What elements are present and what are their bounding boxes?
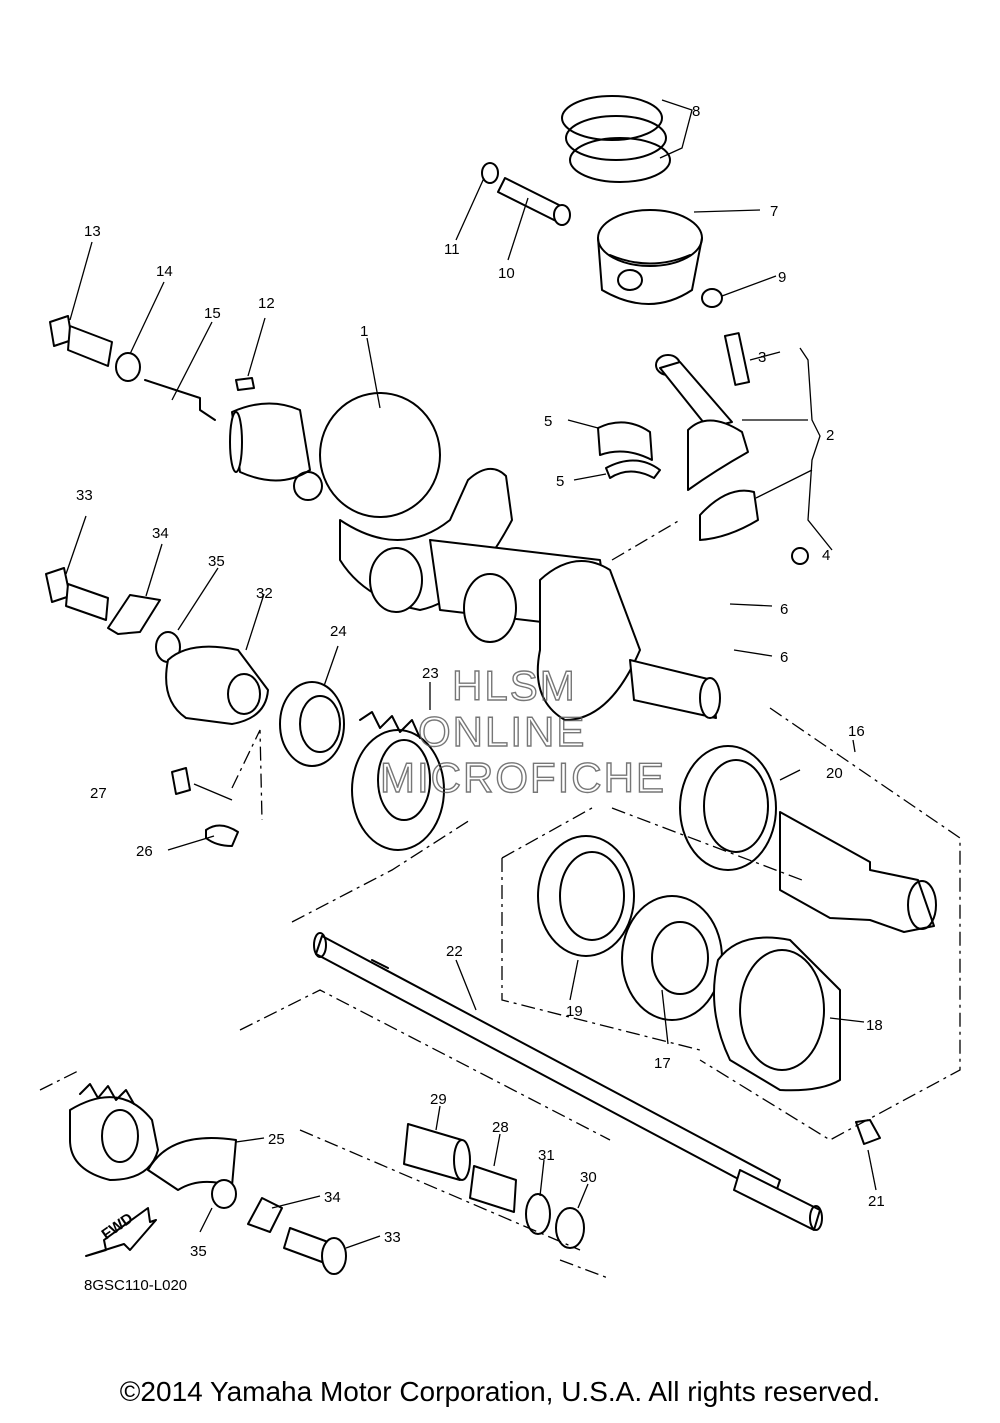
callout-15: 15 <box>204 305 221 322</box>
bearings-5 <box>597 421 661 479</box>
callout-2: 2 <box>826 427 834 444</box>
piston <box>597 209 703 305</box>
callout-35-top: 35 <box>208 553 225 570</box>
piston-pin <box>497 177 571 226</box>
callout-5a: 5 <box>544 413 552 430</box>
watermark-line-1: HLSM <box>452 662 577 709</box>
callout-17: 17 <box>654 1055 671 1072</box>
bolt-13 <box>49 315 113 367</box>
oil-seal-19 <box>537 835 635 957</box>
leader-lines <box>65 99 877 1249</box>
callout-labels: 1 2 3 4 5 5 6 6 7 8 9 10 11 12 13 14 15 … <box>76 103 885 1260</box>
ring-30 <box>555 1207 585 1249</box>
callout-27: 27 <box>90 785 107 802</box>
watermark-line-3: MICROFICHE <box>380 754 666 801</box>
callout-5b: 5 <box>556 473 564 490</box>
lock-washer-34-top <box>107 594 161 635</box>
housing-18 <box>713 936 841 1092</box>
lock-washer-34-bottom <box>247 1197 283 1233</box>
callout-23: 23 <box>422 665 439 682</box>
callout-31: 31 <box>538 1147 555 1164</box>
watermark: HLSM ONLINE MICROFICHE <box>379 661 666 801</box>
crankshaft <box>229 392 721 721</box>
callout-22: 22 <box>446 943 463 960</box>
callout-12: 12 <box>258 295 275 312</box>
callout-19: 19 <box>566 1003 583 1020</box>
callout-11: 11 <box>444 241 460 258</box>
callout-18: 18 <box>866 1017 883 1034</box>
callout-7: 7 <box>770 203 778 220</box>
callout-34-bottom: 34 <box>324 1189 341 1206</box>
circlip-11 <box>481 162 499 184</box>
callout-26: 26 <box>136 843 153 860</box>
circlip-31 <box>525 1193 551 1235</box>
callout-30: 30 <box>580 1169 597 1186</box>
oil-seal-20 <box>679 745 777 871</box>
copyright-notice: ©2014 Yamaha Motor Corporation, U.S.A. A… <box>119 1376 881 1407</box>
shim-15 <box>144 379 216 421</box>
callout-32: 32 <box>256 585 273 602</box>
plate-26 <box>205 824 239 847</box>
piston-rings <box>561 95 671 183</box>
callout-10: 10 <box>498 265 515 282</box>
callout-13: 13 <box>84 223 101 240</box>
callout-6a: 6 <box>780 601 788 618</box>
needle-bearing-28 <box>469 1165 517 1213</box>
callout-35-bottom: 35 <box>190 1243 207 1260</box>
screw-27 <box>171 767 191 795</box>
callout-34-top: 34 <box>152 525 169 542</box>
callout-9: 9 <box>778 269 786 286</box>
gear-25-group <box>69 1083 237 1191</box>
bearing-24 <box>279 681 345 767</box>
callout-14: 14 <box>156 263 173 280</box>
collar-29 <box>403 1123 471 1181</box>
callout-1: 1 <box>360 323 368 340</box>
bolt-33-bottom <box>283 1227 347 1275</box>
balancer-weight-32 <box>165 645 269 725</box>
gear-23 <box>351 711 445 851</box>
fwd-arrow-icon: FWD <box>85 1207 157 1257</box>
callout-16: 16 <box>848 723 865 740</box>
bearing-17 <box>621 895 723 1021</box>
callout-20: 20 <box>826 765 843 782</box>
callout-6b: 6 <box>780 649 788 666</box>
callout-4: 4 <box>822 547 830 564</box>
bolt-33-top <box>45 567 109 621</box>
washer-14 <box>115 352 141 382</box>
callout-8: 8 <box>692 103 700 120</box>
circlip-9 <box>701 288 723 308</box>
diagram-code: 8GSC110-L020 <box>84 1277 187 1294</box>
callout-3: 3 <box>758 349 766 366</box>
callout-24: 24 <box>330 623 347 640</box>
washer-35-bottom <box>211 1179 237 1209</box>
woodruff-key-12 <box>235 377 255 391</box>
watermark-line-2: ONLINE <box>418 708 586 755</box>
shaft-housing-16 <box>779 811 937 933</box>
callout-33-top: 33 <box>76 487 93 504</box>
callout-25: 25 <box>268 1131 285 1148</box>
callout-21: 21 <box>868 1193 885 1210</box>
assembly-outlines <box>39 519 961 1279</box>
callout-29: 29 <box>430 1091 447 1108</box>
connecting-rod <box>655 332 809 565</box>
shaft-22 <box>313 932 823 1231</box>
callout-33-bottom: 33 <box>384 1229 401 1246</box>
callout-28: 28 <box>492 1119 509 1136</box>
